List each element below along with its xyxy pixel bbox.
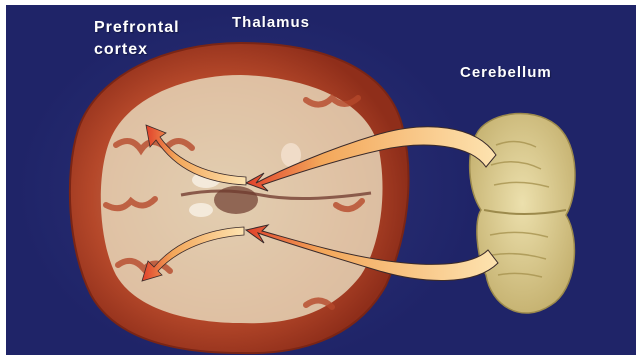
cerebellum-label: Cerebellum [460,64,552,81]
diagram-canvas: Prefrontal cortex Thalamus Cerebellum [6,5,636,355]
prefrontal-label-line1: Prefrontal [94,17,180,39]
prefrontal-cortex-label: Prefrontal cortex [94,17,180,61]
brain-slice-image [70,43,409,353]
thalamus-label: Thalamus [232,14,310,31]
prefrontal-label-line2: cortex [94,39,180,61]
